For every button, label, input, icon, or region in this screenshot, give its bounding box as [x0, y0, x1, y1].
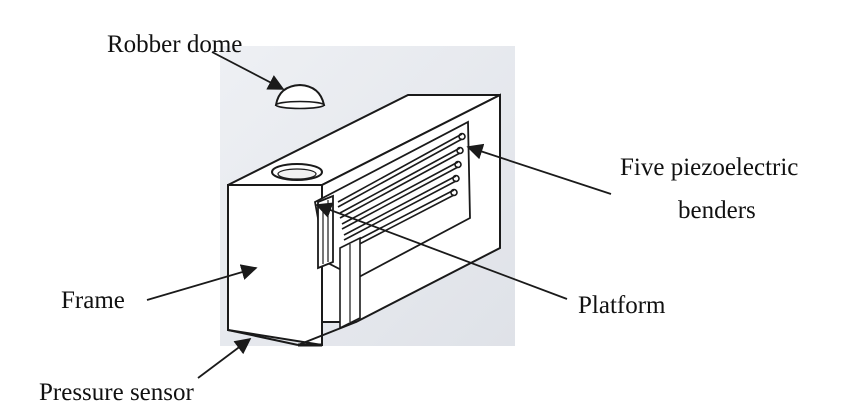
- arrow-frame: [146, 264, 258, 301]
- label-robber-dome: Robber dome: [107, 31, 243, 58]
- label-platform: Platform: [578, 292, 666, 319]
- annotation-arrows: [146, 51, 612, 379]
- bender-2: [339, 147, 461, 214]
- bender-3: [341, 161, 459, 225]
- piezoelectric-benders: [337, 132, 466, 252]
- rubber-dome: [274, 83, 326, 106]
- arrow-pressure-sensor: [197, 338, 252, 379]
- arrow-five-benders: [466, 143, 612, 195]
- label-pressure-sensor: Pressure sensor: [39, 379, 194, 406]
- label-five-benders-line2: benders: [678, 197, 756, 224]
- arrow-platform: [315, 202, 568, 300]
- bender-5: [345, 189, 455, 247]
- label-five-benders-line1: Five piezoelectric: [620, 154, 799, 181]
- frame-front-face: [227, 184, 323, 347]
- arrow-robber-dome: [211, 51, 285, 90]
- bender-1: [337, 133, 463, 203]
- bender-4: [343, 175, 457, 236]
- label-frame: Frame: [61, 287, 125, 314]
